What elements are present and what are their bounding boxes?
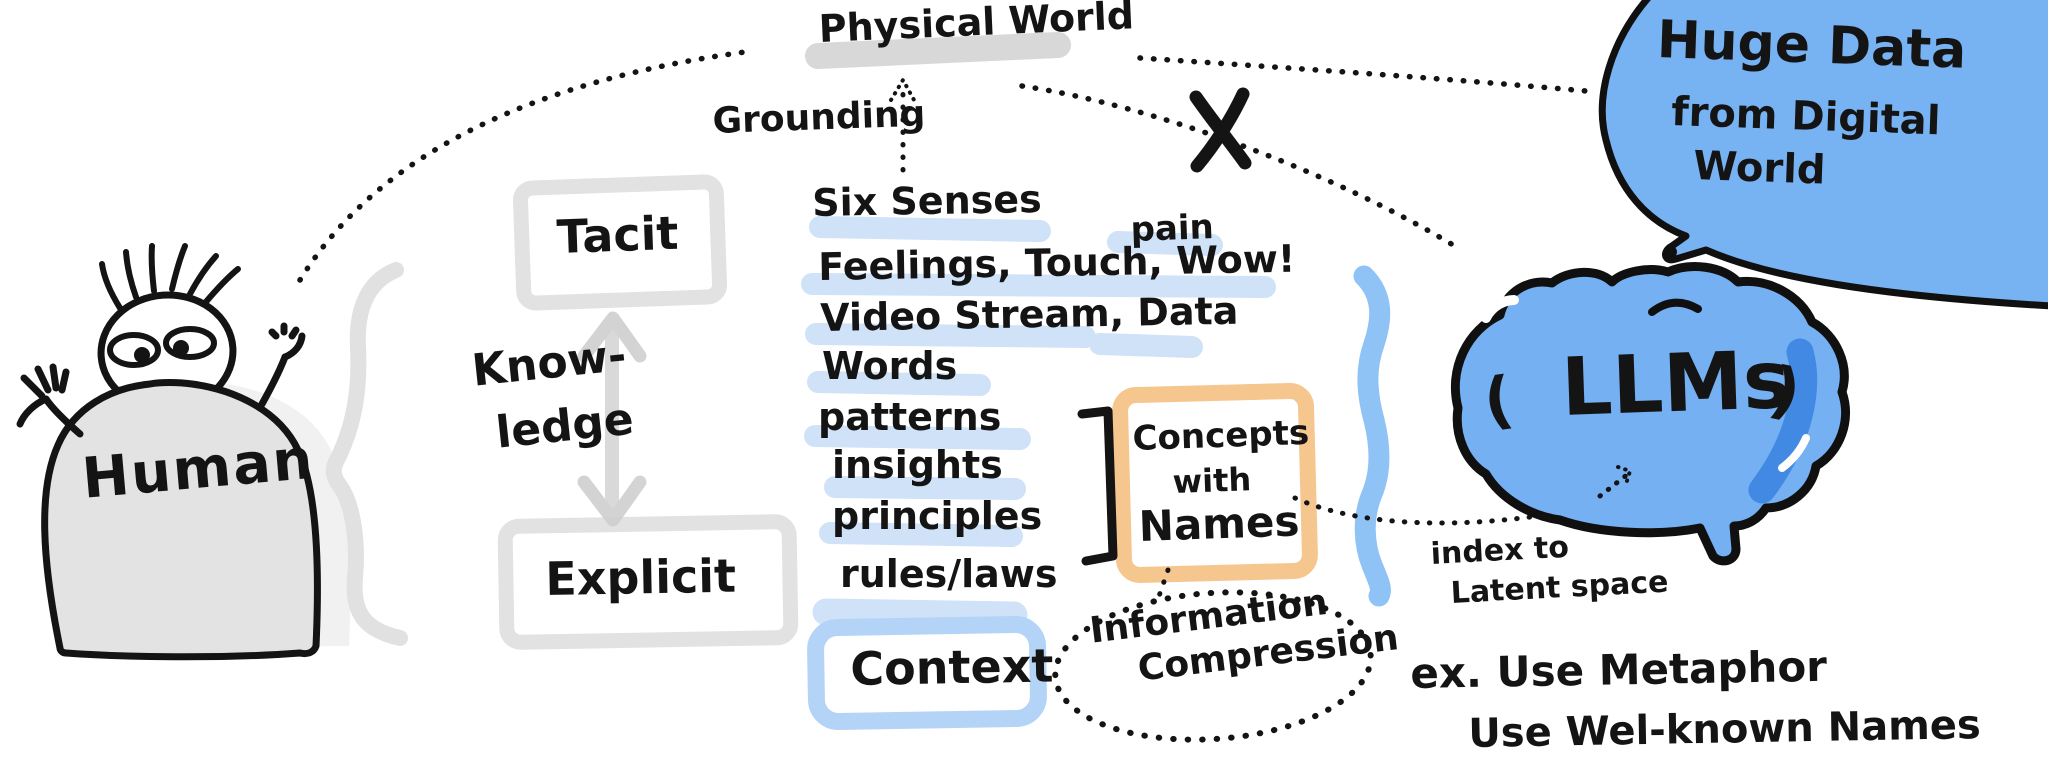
highlight-insights xyxy=(824,476,1026,500)
list-item-rules-laws: rules/laws xyxy=(840,552,1058,596)
dotted-curve-names-llm xyxy=(1292,495,1573,526)
highlight-feelings xyxy=(801,273,1276,298)
bubble-line3: World xyxy=(1692,143,1827,194)
highlight-six-senses xyxy=(809,216,1051,242)
knowledge-arrow xyxy=(577,311,647,527)
concepts-label-line3: Names xyxy=(1137,496,1301,551)
human-figure xyxy=(16,243,321,661)
list-item-feelings: Feelings, Touch, Wow! xyxy=(817,236,1296,289)
list-item-words: Words xyxy=(822,344,958,388)
dotted-line-crossed xyxy=(1019,83,1461,251)
llm-mini-dotted-arrow xyxy=(1597,465,1633,499)
blue-brace xyxy=(1353,265,1391,607)
speech-bubble-tail-dot xyxy=(1665,246,1677,258)
list-item-patterns: patterns xyxy=(818,395,1002,439)
speech-bubble xyxy=(1598,0,2048,310)
llm-label: LLMs xyxy=(1559,333,1793,434)
context-highlight-box xyxy=(807,615,1047,731)
human-eyes xyxy=(107,326,217,368)
bubble-line1: Huge Data xyxy=(1656,10,1968,81)
llm-cloud xyxy=(1450,262,1850,566)
llm-cloud-body xyxy=(1450,262,1850,566)
tacit-box xyxy=(512,174,728,311)
tacit-label: Tacit xyxy=(555,205,680,264)
highlight-data xyxy=(1089,333,1203,358)
highlight-patterns xyxy=(804,425,1031,450)
human-hair xyxy=(99,243,241,311)
concepts-bracket xyxy=(1077,406,1118,566)
speech-bubble-fill xyxy=(1602,0,2048,306)
llm-cloud-dark-accent xyxy=(1748,338,1818,504)
llm-cloud-shine-right xyxy=(1778,434,1810,472)
llm-cloud-shine-left xyxy=(1481,295,1519,323)
highlight-principles xyxy=(819,522,1023,547)
example-use-metaphor: ex. Use Metaphor xyxy=(1409,641,1828,698)
highlight-rules-laws xyxy=(812,598,1028,629)
grounding-arrowhead xyxy=(889,75,916,102)
highlight-video-stream xyxy=(805,323,1096,348)
list-item-six-senses: Six Senses xyxy=(811,176,1043,225)
list-item-video-stream: Video Stream, Data xyxy=(819,288,1239,340)
example-use-names: Use Wel-known Names xyxy=(1467,702,1982,757)
human-body xyxy=(41,379,321,661)
grounding-label: Grounding xyxy=(711,93,927,142)
list-item-principles: principles xyxy=(832,494,1043,538)
x-mark-icon xyxy=(1189,87,1252,173)
list-item-insights: insights xyxy=(832,443,1003,487)
index-latent-line1: index to xyxy=(1429,529,1570,572)
dotted-arc-human-physical-world xyxy=(297,49,748,283)
human-right-arm xyxy=(258,322,306,408)
context-label: Context xyxy=(849,638,1054,696)
highlight-bars xyxy=(801,216,1276,629)
compression-dotted-oval xyxy=(1052,589,1374,743)
dotted-line-physical-world-bubble xyxy=(1137,55,1589,94)
llm-cloud-eyebrow xyxy=(1648,298,1702,316)
speech-bubble-outline xyxy=(1598,0,2048,310)
human-left-arm xyxy=(16,363,84,438)
explicit-label: Explicit xyxy=(544,548,737,606)
bubble-line2: from Digital xyxy=(1670,89,1942,145)
highlight-pain xyxy=(1107,231,1223,256)
dotted-connectors xyxy=(297,49,1589,743)
explicit-box xyxy=(497,514,799,650)
curly-brace-gray xyxy=(325,262,408,646)
concepts-label-line2: with xyxy=(1171,460,1252,501)
concepts-box xyxy=(1112,383,1318,583)
highlight-words xyxy=(807,371,991,396)
physical-world-highlight xyxy=(805,32,1071,69)
concepts-label-line1: Concepts xyxy=(1131,412,1310,459)
